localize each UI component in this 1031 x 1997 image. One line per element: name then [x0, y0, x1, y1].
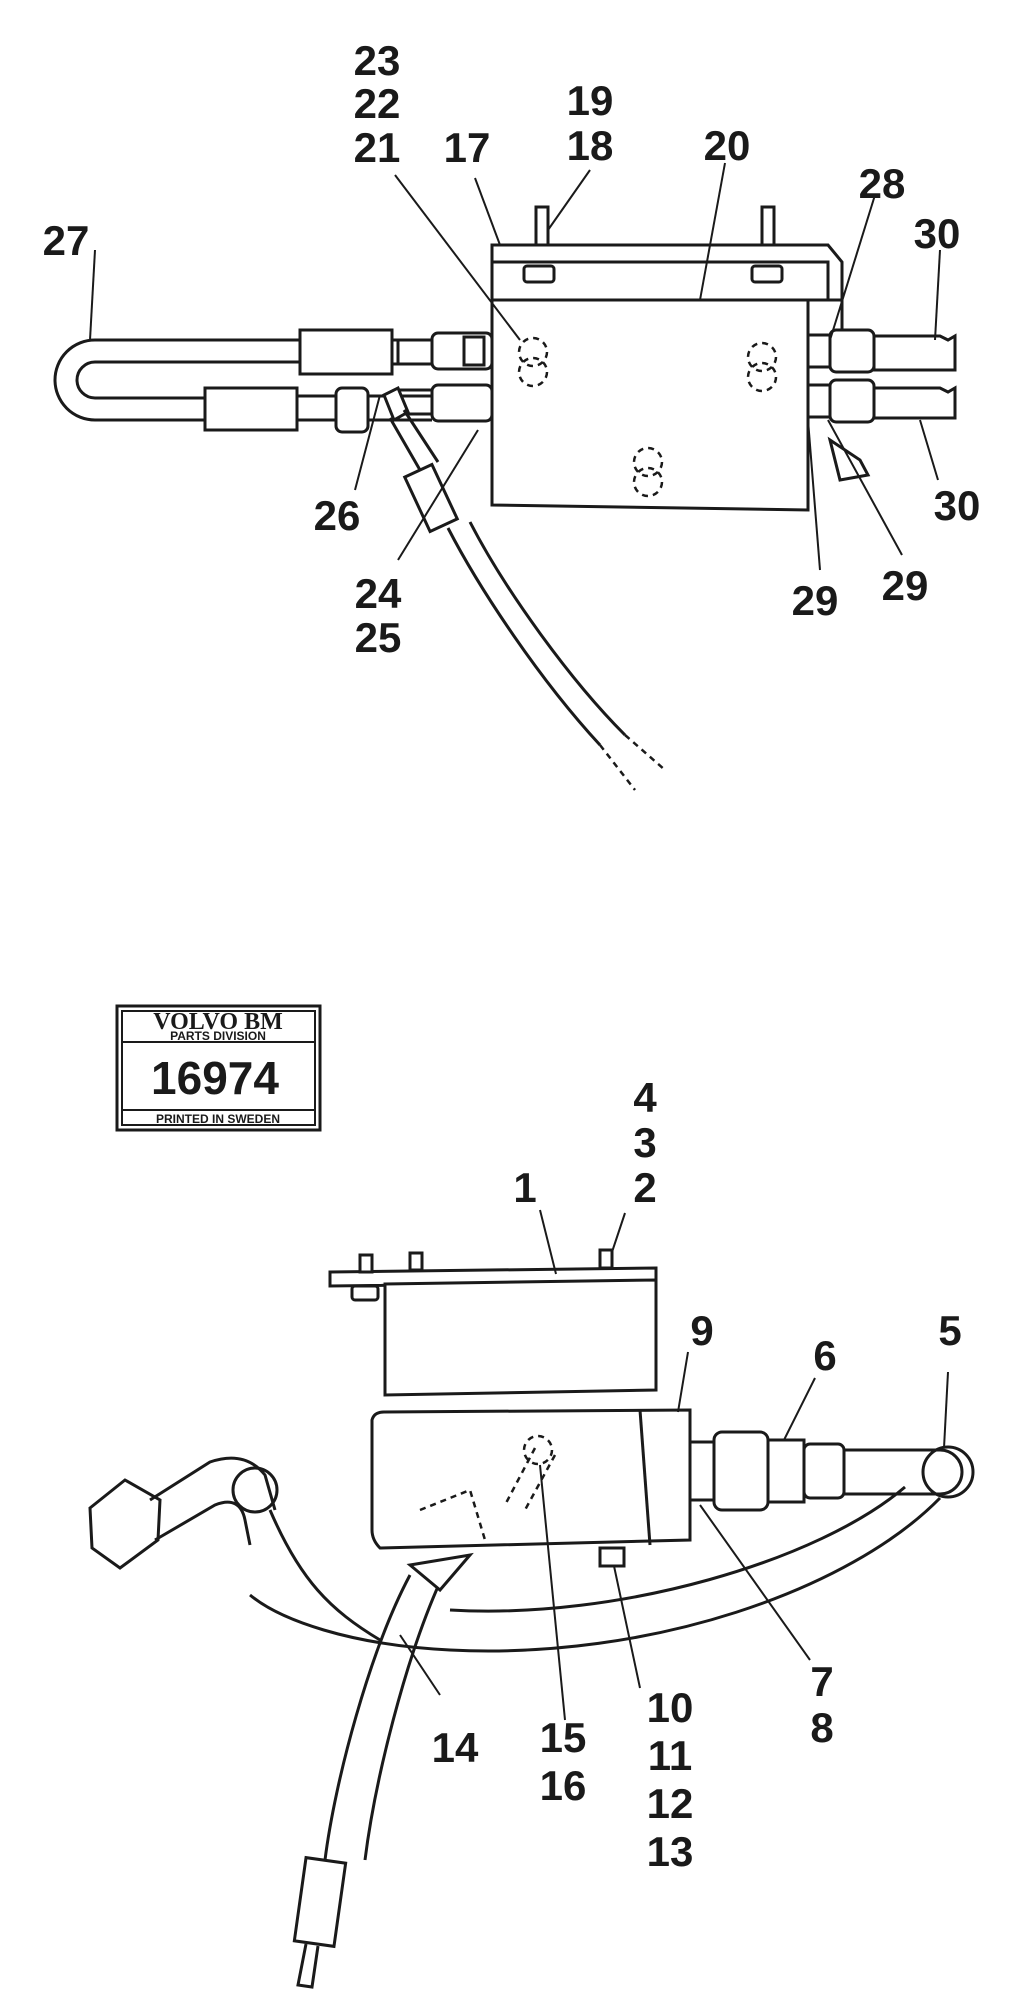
right-fittings-top [806, 328, 957, 482]
leaders-top [89, 162, 941, 571]
leaders-bottom [399, 1209, 949, 1721]
callout-21: 21 [354, 124, 401, 171]
right-fittings-bottom [688, 1430, 975, 1512]
callout-17: 17 [444, 124, 491, 171]
callout-5: 5 [938, 1307, 961, 1354]
callout-26: 26 [314, 492, 361, 539]
callout-29b: 29 [882, 562, 929, 609]
callout-2: 2 [633, 1164, 656, 1211]
volvo-parts-stamp: VOLVO BM PARTS DIVISION 16974 PRINTED IN… [115, 1004, 322, 1132]
callout-3: 3 [633, 1119, 656, 1166]
callout-23: 23 [354, 37, 401, 84]
top-valve-block [490, 298, 810, 512]
callout-28: 28 [859, 160, 906, 207]
bottom-valve-block [370, 1408, 692, 1550]
stamp-number: 16974 [151, 1052, 279, 1104]
top-assembly [53, 205, 957, 791]
stamp-printed: PRINTED IN SWEDEN [156, 1112, 280, 1126]
callout-6: 6 [813, 1332, 836, 1379]
bottom-cable [292, 1552, 474, 1989]
callout-24: 24 [355, 570, 402, 617]
callout-13: 13 [647, 1828, 694, 1875]
callout-11: 11 [648, 1732, 692, 1779]
top-stud-left [534, 205, 550, 247]
top-stud-right [760, 205, 776, 247]
callout-9: 9 [690, 1307, 713, 1354]
callout-4: 4 [633, 1074, 657, 1121]
bottom-assembly [88, 1248, 975, 1989]
callout-1: 1 [513, 1164, 536, 1211]
callout-12: 12 [647, 1780, 694, 1827]
top-cable [382, 385, 666, 791]
callout-27: 27 [43, 217, 90, 264]
callout-10: 10 [647, 1684, 694, 1731]
stamp-brand: VOLVO BM [153, 1009, 283, 1035]
stamp-division: PARTS DIVISION [170, 1029, 266, 1043]
callout-18: 18 [567, 122, 614, 169]
callout-30b: 30 [934, 482, 981, 529]
callout-15: 15 [540, 1714, 587, 1761]
left-elbow-fitting [88, 1456, 381, 1642]
callout-16: 16 [540, 1762, 587, 1809]
callout-14: 14 [432, 1724, 479, 1771]
callout-25: 25 [355, 614, 402, 661]
callout-19: 19 [567, 77, 614, 124]
u-hose [53, 328, 432, 434]
callout-22: 22 [354, 80, 401, 127]
left-fittings-top [396, 331, 494, 423]
callout-7: 7 [810, 1658, 833, 1705]
callout-29a: 29 [792, 577, 839, 624]
callout-20: 20 [704, 122, 751, 169]
callout-30a: 30 [914, 210, 961, 257]
callout-8: 8 [810, 1704, 833, 1751]
callout-numbers: 23 22 21 17 19 18 20 28 30 27 26 24 25 2… [43, 37, 981, 1875]
